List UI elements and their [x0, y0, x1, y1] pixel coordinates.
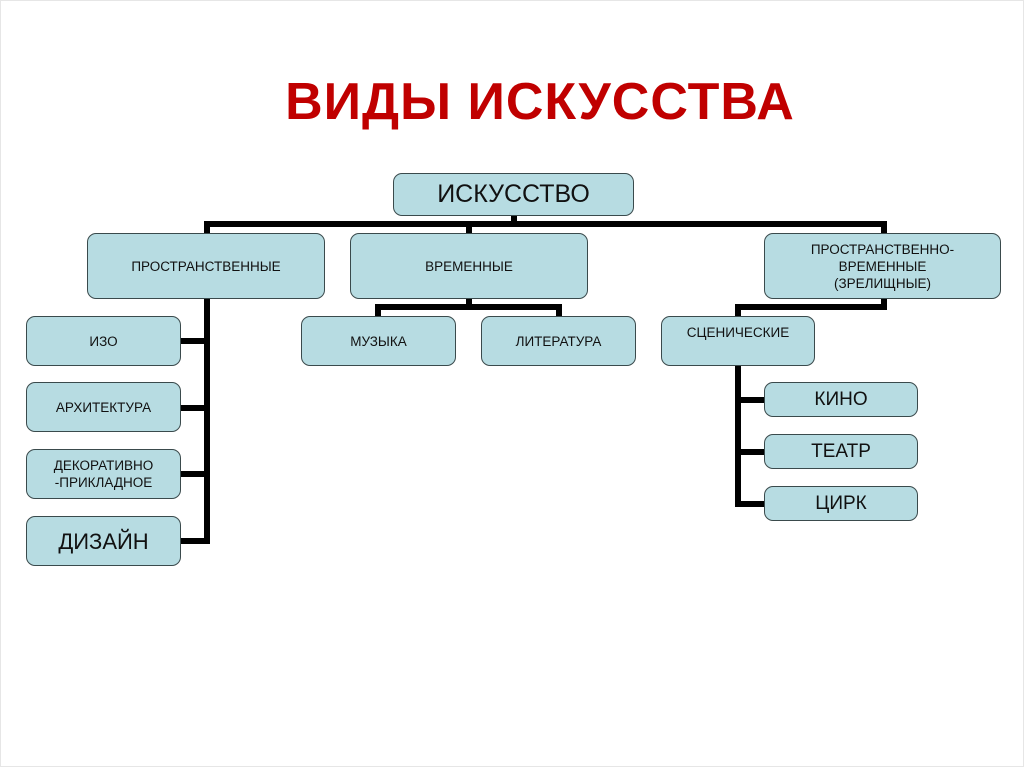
- node-stage: СЦЕНИЧЕСКИЕ: [661, 316, 815, 366]
- node-label: ВРЕМЕННЫЕ: [425, 258, 513, 274]
- node-label: ТЕАТР: [811, 441, 871, 462]
- node-label: ПРОСТРАНСТВЕННО- ВРЕМЕННЫЕ (ЗРЕЛИЩНЫЕ): [810, 241, 955, 291]
- node-izo: ИЗО: [26, 316, 181, 366]
- node-label: ДЕКОРАТИВНО -ПРИКЛАДНОЕ: [53, 458, 154, 490]
- node-label: МУЗЫКА: [350, 333, 407, 349]
- node-temporal: ВРЕМЕННЫЕ: [350, 233, 588, 299]
- node-label: ЛИТЕРАТУРА: [515, 333, 602, 349]
- node-label: ДИЗАЙН: [58, 528, 149, 554]
- node-theatre: ТЕАТР: [764, 434, 918, 469]
- node-label: КИНО: [814, 389, 868, 410]
- node-root: ИСКУССТВО: [393, 173, 634, 216]
- node-cinema: КИНО: [764, 382, 918, 417]
- node-decorative: ДЕКОРАТИВНО -ПРИКЛАДНОЕ: [26, 449, 181, 499]
- node-label: ЦИРК: [815, 493, 867, 514]
- node-circus: ЦИРК: [764, 486, 918, 521]
- node-label: АРХИТЕКТУРА: [55, 399, 152, 415]
- node-music: МУЗЫКА: [301, 316, 456, 366]
- slide-title: ВИДЫ ИСКУССТВА: [285, 73, 795, 131]
- node-label: ПРОСТРАНСТВЕННЫЕ: [131, 258, 281, 274]
- node-label: ИСКУССТВО: [437, 180, 590, 208]
- node-architecture: АРХИТЕКТУРА: [26, 382, 181, 432]
- node-design: ДИЗАЙН: [26, 516, 181, 566]
- node-spatial: ПРОСТРАНСТВЕННЫЕ: [87, 233, 325, 299]
- node-label: ИЗО: [89, 333, 118, 349]
- node-label: СЦЕНИЧЕСКИЕ: [686, 325, 790, 340]
- node-literature: ЛИТЕРАТУРА: [481, 316, 636, 366]
- node-spatio-temporal: ПРОСТРАНСТВЕННО- ВРЕМЕННЫЕ (ЗРЕЛИЩНЫЕ): [764, 233, 1001, 299]
